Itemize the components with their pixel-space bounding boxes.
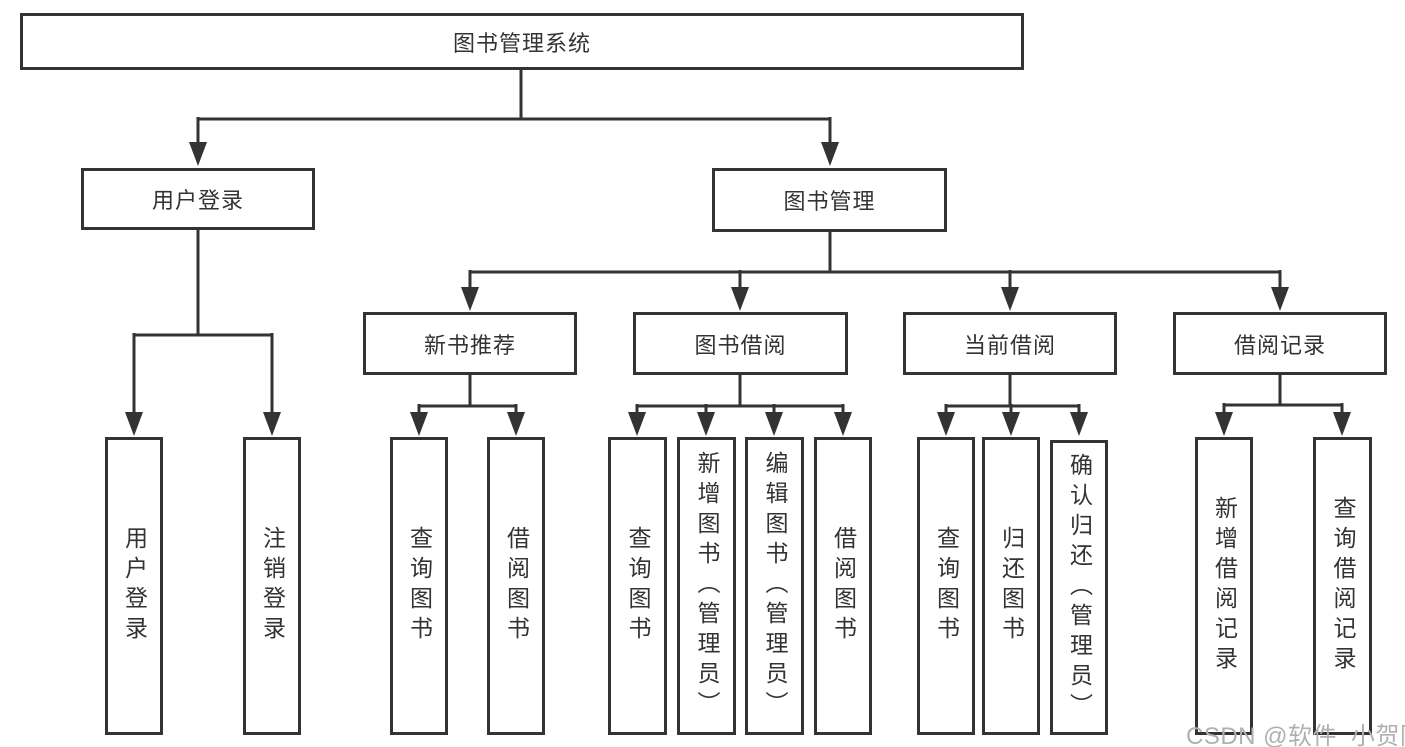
node-label: 编辑图书（管理员） — [762, 451, 788, 721]
arrowhead — [263, 412, 281, 436]
arrowhead — [1271, 287, 1289, 311]
leaf-query-books-borrowing: 查询图书 — [608, 437, 667, 735]
arrowhead — [1215, 412, 1233, 436]
arrowhead — [507, 412, 525, 436]
connector-root-to-level2 — [196, 68, 832, 145]
leaf-user-login: 用户登录 — [105, 437, 163, 735]
node-label: 图书管理 — [783, 189, 876, 214]
csdn-watermark: CSDN @软件_小贺同学 — [1186, 723, 1405, 747]
leaf-query-books-current: 查询图书 — [917, 437, 975, 735]
connector-newbook-to-leaves — [417, 374, 518, 416]
arrowhead — [461, 287, 479, 311]
leaf-edit-books-admin: 编辑图书（管理员） — [745, 437, 804, 735]
leaf-add-borrow-record: 新增借阅记录 — [1195, 437, 1253, 735]
arrowhead — [834, 412, 852, 436]
node-user-login: 用户登录 — [81, 168, 315, 230]
arrowhead — [765, 412, 783, 436]
node-label: 用户登录 — [121, 526, 148, 646]
node-label: 图书借阅 — [694, 332, 787, 358]
arrowhead — [697, 412, 715, 436]
arrowhead — [1333, 412, 1351, 436]
arrowhead — [125, 412, 143, 436]
leaf-confirm-return-admin: 确认归还（管理员） — [1050, 440, 1108, 735]
node-label: 借阅记录 — [1233, 332, 1326, 358]
arrowhead — [189, 142, 207, 166]
arrowhead — [937, 412, 955, 436]
node-borrowing-records: 借阅记录 — [1173, 312, 1387, 375]
node-book-borrowing: 图书借阅 — [633, 312, 848, 375]
node-label: 用户登录 — [151, 188, 244, 213]
node-label: 查询图书 — [933, 526, 960, 646]
leaf-query-borrow-record: 查询借阅记录 — [1313, 437, 1372, 735]
node-label: 查询图书 — [406, 526, 433, 646]
connector-bookmgmt-to-level3 — [468, 231, 1282, 291]
arrowhead — [821, 142, 839, 166]
node-label: 注销登录 — [259, 526, 286, 646]
leaf-query-books-recommend: 查询图书 — [390, 437, 448, 735]
arrowhead — [731, 287, 749, 311]
connector-records-to-leaves — [1222, 374, 1344, 416]
node-label: 新书推荐 — [423, 332, 516, 358]
connector-current-to-leaves — [944, 374, 1081, 416]
node-book-management: 图书管理 — [712, 168, 947, 232]
node-label: 归还图书 — [998, 526, 1025, 646]
node-label: 当前借阅 — [963, 332, 1056, 358]
arrowhead — [410, 412, 428, 436]
node-library-management-system: 图书管理系统 — [20, 13, 1024, 70]
arrowhead — [1001, 287, 1019, 311]
leaf-logout: 注销登录 — [243, 437, 301, 735]
node-label: 确认归还（管理员） — [1066, 452, 1093, 723]
leaf-add-books-admin: 新增图书（管理员） — [677, 437, 736, 735]
node-label: 借阅图书 — [503, 526, 530, 646]
node-label: 新增借阅记录 — [1211, 496, 1238, 676]
arrowhead — [628, 412, 646, 436]
arrowhead — [1070, 412, 1088, 436]
node-current-borrowing: 当前借阅 — [903, 312, 1117, 375]
connector-borrowing-to-leaves — [635, 374, 845, 416]
leaf-borrow-books: 借阅图书 — [814, 437, 872, 735]
node-label: 查询借阅记录 — [1330, 496, 1356, 676]
leaf-return-books: 归还图书 — [982, 437, 1040, 735]
node-label: 新增图书（管理员） — [694, 451, 720, 721]
connector-userlogin-to-leaves — [132, 229, 274, 416]
leaf-borrow-books-recommend: 借阅图书 — [487, 437, 545, 735]
node-label: 查询图书 — [625, 526, 651, 646]
arrowhead — [1002, 412, 1020, 436]
node-label: 借阅图书 — [830, 526, 857, 646]
node-new-book-recommend: 新书推荐 — [363, 312, 577, 375]
node-label: 图书管理系统 — [452, 30, 591, 56]
